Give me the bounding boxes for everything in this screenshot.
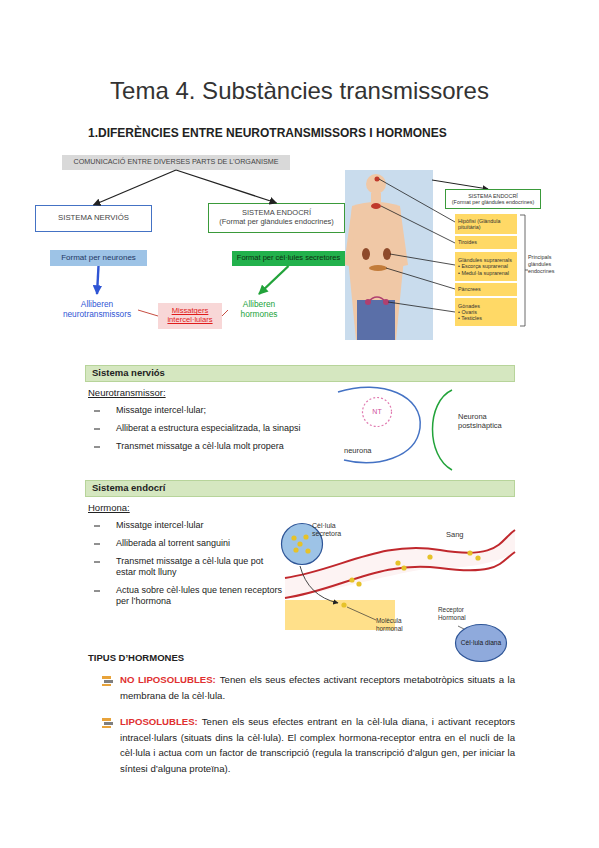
connector xyxy=(222,310,228,316)
node-text: (Format per glàndules endocrines) xyxy=(211,218,342,227)
node-text: NT xyxy=(363,408,391,416)
hormone-molecules xyxy=(341,550,480,607)
gland-box: Hipòfisi (Glàndula pituïtària) xyxy=(455,214,517,234)
description-box: Format per neurones xyxy=(50,250,147,266)
bullet-dashes xyxy=(94,411,100,591)
bullet-icon xyxy=(102,718,113,728)
part-label: neurona xyxy=(344,446,394,455)
bullet-text: Alliberat a estructura especialitzada, l… xyxy=(116,423,348,434)
node-text: COMUNICACIÓ ENTRE DIVERSES PARTS DE L’OR… xyxy=(64,158,288,166)
bullet-text: Transmet missatge a cèl·lula que pot est… xyxy=(116,556,284,579)
pointer-arrow xyxy=(432,180,488,189)
output-text: Alliberen hormones xyxy=(228,294,290,326)
term: LIPOSOLUBLES: xyxy=(120,716,198,727)
transmitter-circle: NT xyxy=(361,396,393,428)
paragraph: NO LIPOSOLUBLES:Tenen els seus efectes a… xyxy=(120,672,515,703)
postsynaptic-outline xyxy=(433,390,453,470)
bullet-text: Transmet missatge a cèl·lula molt proper… xyxy=(116,441,348,452)
node-text: Glàndules suprarenals xyxy=(458,257,514,263)
neuron-outline xyxy=(338,387,420,462)
hormone-molecule xyxy=(297,541,302,546)
subheading: Hormona: xyxy=(88,502,238,514)
hormone-molecule xyxy=(293,547,298,552)
cell-shape xyxy=(456,625,507,662)
bullet-text: Alliberada al torrent sanguini xyxy=(116,538,284,549)
system-box: SISTEMA ENDOCRÍ(Format per glàndules end… xyxy=(208,203,345,233)
connector xyxy=(97,266,99,294)
node-text: Sistema endocrí xyxy=(92,483,508,494)
node-text: Missatgers intercel·lulars xyxy=(160,307,220,324)
connector xyxy=(94,170,177,205)
part-label: Neurona postsinàptica xyxy=(458,412,520,431)
connector xyxy=(176,170,277,203)
node-text: Cèl·lula secretora xyxy=(312,522,360,538)
gland-box: Gònades• Ovaris• Testicles xyxy=(455,298,517,326)
section-heading: 1.DIFERÈNCIES ENTRE NEUROTRANSMISSORS I … xyxy=(88,126,528,141)
gland-box: Tiroides xyxy=(455,236,517,249)
term: NO LIPOSOLUBLES: xyxy=(120,674,216,685)
gland-box: Glàndules suprarenals• Escorça suprarena… xyxy=(455,252,517,281)
hormone-molecule xyxy=(303,534,308,539)
connector xyxy=(259,266,289,294)
node-text: SISTEMA NERVIÓS xyxy=(38,214,149,223)
part-label: Sang xyxy=(446,530,476,539)
organs xyxy=(362,177,391,306)
bracket-label: Principals glàndules endocrines xyxy=(528,254,574,274)
body-figure xyxy=(344,174,408,340)
part-label: Molècula hormonal xyxy=(376,617,418,633)
body-background xyxy=(345,170,433,340)
message-box: Missatgers intercel·lulars xyxy=(158,303,222,329)
subheading: Neurotransmissor: xyxy=(88,387,238,399)
cell-shape xyxy=(363,398,392,427)
node-text: Alliberen neurotransmissors xyxy=(58,300,136,319)
node-text: • Ovaris xyxy=(458,309,514,315)
node-text: SISTEMA ENDOCRÍ xyxy=(211,209,342,218)
node-text: (Format per glàndules endocrines) xyxy=(448,199,538,205)
gland-box: Pàncrees xyxy=(455,283,517,296)
hormone-molecule xyxy=(291,535,296,540)
part-label: Receptor Hormonal xyxy=(438,606,480,622)
node-text: Sistema nerviós xyxy=(92,368,508,379)
cell-shape xyxy=(282,524,323,565)
node-text: Hipòfisi (Glàndula pituïtària) xyxy=(458,218,514,230)
vessel-wall xyxy=(285,552,515,598)
subheading: TIPUS D’HORMONES xyxy=(88,652,288,664)
node-text: Format per cèl·lules secretores xyxy=(234,254,343,263)
heading-box: COMUNICACIÓ ENTRE DIVERSES PARTS DE L’OR… xyxy=(62,155,290,170)
description-box: Format per cèl·lules secretores xyxy=(232,251,345,266)
node-text: Tiroides xyxy=(458,239,514,245)
node-text: Format per neurones xyxy=(52,253,145,262)
node-text: • Escorça suprarenal xyxy=(458,263,514,269)
bullet-text: Missatge intercel·lular; xyxy=(116,405,348,416)
bullet-text: Actua sobre cèl·lules que tenen receptor… xyxy=(116,585,284,608)
secretion-arrow xyxy=(300,566,338,603)
paragraph: LIPOSOLUBLES:Tenen els seus efectes entr… xyxy=(120,714,515,776)
secretory-cell: Cèl·lula secretora xyxy=(280,522,324,566)
node-text: • Medul·la suprarenal xyxy=(458,270,514,276)
bracket xyxy=(520,215,528,326)
system-box: SISTEMA ENDOCRÍ(Format per glàndules end… xyxy=(445,189,541,209)
connector xyxy=(138,310,158,316)
section-band: Sistema nerviós xyxy=(85,365,515,382)
system-box: SISTEMA NERVIÓS xyxy=(35,205,152,232)
section-band: Sistema endocrí xyxy=(85,480,515,497)
hormone-molecule xyxy=(305,548,310,553)
bullet-icon xyxy=(102,676,113,686)
page-title: Tema 4. Substàncies transmissores xyxy=(0,76,599,106)
node-text: Alliberen hormones xyxy=(230,300,288,319)
node-text: Gònades xyxy=(458,303,514,309)
bullet-text: Missatge intercel·lular xyxy=(116,520,284,531)
output-text: Alliberen neurotransmissors xyxy=(56,294,138,326)
leader-line xyxy=(347,607,376,620)
node-text: Pàncrees xyxy=(458,286,514,292)
target-cell: Cèl·lula diana xyxy=(454,623,508,663)
node-text: • Testicles xyxy=(458,315,514,321)
node-text: Cèl·lula diana xyxy=(456,639,506,647)
leader-lines xyxy=(379,179,455,312)
node-text: SISTEMA ENDOCRÍ xyxy=(448,193,538,199)
